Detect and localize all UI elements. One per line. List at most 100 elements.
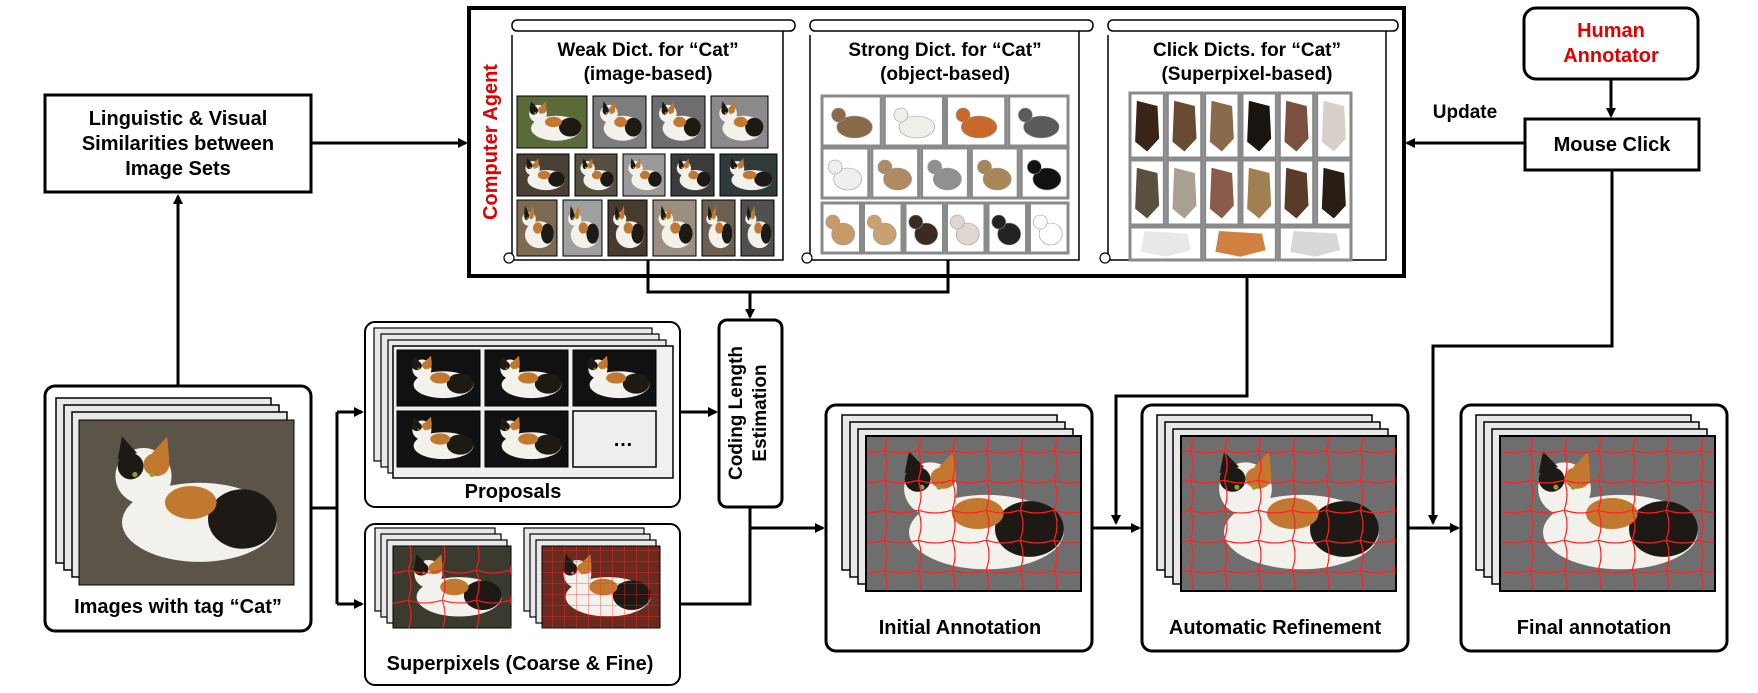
superpixel-coarse-thumbnail [392, 545, 512, 629]
automatic-refinement-stack [1156, 414, 1397, 592]
final-annotation-caption: Final annotation [1517, 617, 1671, 639]
mouse-click-box [1523, 117, 1701, 172]
weak-dict-thumbnail [651, 95, 706, 149]
click-dict-thumbnail [1165, 91, 1204, 160]
proposal-thumbnail [484, 410, 569, 468]
final-annotation-image [1499, 435, 1716, 592]
strong-dict-thumbnail [882, 94, 945, 148]
weak-dict-subtitle: (image-based) [584, 64, 713, 85]
superpixel-fine-image [541, 545, 661, 629]
connector-click-dict-down [1111, 276, 1249, 525]
click-dict-thumbnail [1277, 225, 1353, 262]
proposal-thumbnail [484, 349, 569, 407]
strong-dict-thumbnail [1019, 146, 1070, 200]
strong-dict-thumbnail [986, 201, 1028, 255]
update-label: Update [1433, 102, 1497, 123]
strong-dict-thumbnail [945, 201, 987, 255]
coding-length-line1: Coding Length [726, 346, 747, 480]
mouse-click-label: Mouse Click [1554, 134, 1672, 156]
computer-agent-label: Computer Agent [480, 64, 502, 220]
click-dict-thumbnail [1128, 225, 1204, 262]
click-dict-thumbnails [1128, 91, 1353, 262]
proposal-thumbnail [396, 410, 481, 468]
ellipsis-tile [572, 410, 657, 468]
strong-dict-thumbnail [969, 146, 1020, 200]
strong-dict-thumbnail [1007, 94, 1070, 148]
click-dict-thumbnail [1277, 158, 1316, 227]
weak-dict-thumbnail [652, 199, 697, 257]
click-dict-subtitle: (Superpixel-based) [1161, 64, 1332, 85]
weak-dict-thumbnail [607, 199, 648, 257]
weak-dict-panel: Weak Dict. for “Cat” (image-based) [503, 19, 796, 264]
human-annotator-line1: Human [1577, 20, 1645, 42]
initial-annotation-stack [841, 414, 1082, 592]
strong-dict-thumbnails [820, 94, 1070, 255]
click-dict-thumbnail [1277, 91, 1316, 160]
initial-annotation-caption: Initial Annotation [879, 617, 1042, 639]
strong-dict-thumbnail [920, 146, 970, 200]
weak-dict-thumbnail [719, 153, 778, 197]
human-annotator-line2: Annotator [1563, 45, 1659, 67]
superpixel-coarse-image [392, 545, 512, 629]
connector-weak-strong-merge [646, 260, 950, 294]
weak-dict-thumbnail [592, 95, 647, 149]
proposal-thumbnails [396, 349, 657, 468]
superpixels-caption: Superpixels (Coarse & Fine) [387, 653, 654, 675]
click-dict-panel: Click Dicts. for “Cat” (Superpixel-based… [1099, 19, 1399, 264]
connector-coding-to-initial [748, 507, 825, 533]
weak-dict-thumbnail [516, 199, 558, 257]
strong-dict-thumbnail [945, 94, 1008, 148]
click-dict-title: Click Dicts. for “Cat” [1153, 40, 1341, 61]
weak-dict-thumbnail [516, 95, 588, 149]
cat-photo-image [78, 419, 295, 586]
strong-dict-subtitle: (object-based) [880, 64, 1010, 85]
click-dict-thumbnail [1240, 158, 1278, 227]
click-dict-thumbnail [1203, 225, 1278, 262]
human-annotator-box [1522, 6, 1700, 81]
similarity-line3: Image Sets [125, 158, 231, 180]
images-stack [55, 397, 295, 586]
strong-dict-panel: Strong Dict. for “Cat” (object-based) [801, 19, 1094, 264]
strong-dict-title: Strong Dict. for “Cat” [848, 40, 1041, 61]
strong-dict-thumbnail [1028, 201, 1070, 255]
weak-dict-thumbnail [516, 153, 570, 197]
weak-dict-thumbnail [710, 95, 769, 149]
weak-dict-thumbnail [562, 199, 603, 257]
connectors [173, 79, 1616, 609]
strong-dict-thumbnail [820, 94, 883, 148]
automatic-refinement-caption: Automatic Refinement [1169, 617, 1382, 639]
weak-dict-thumbnail [701, 199, 736, 257]
click-dict-thumbnail [1315, 91, 1353, 160]
weak-dict-thumbnail [740, 199, 775, 257]
images-caption: Images with tag “Cat” [74, 596, 282, 618]
weak-dict-thumbnail [574, 153, 618, 197]
click-dict-thumbnail [1315, 158, 1353, 227]
similarity-line2: Similarities between [82, 133, 274, 155]
strong-dict-thumbnail [820, 146, 871, 200]
superpixel-fine-thumbnail [541, 545, 661, 629]
weak-dict-thumbnail [622, 153, 666, 197]
weak-dict-thumbnails [516, 95, 778, 257]
connector-mouse-to-final [1428, 170, 1614, 525]
automatic-refinement-image [1180, 435, 1397, 592]
initial-annotation-image [865, 435, 1082, 592]
similarity-line1: Linguistic & Visual [89, 108, 268, 130]
click-dict-thumbnail [1203, 91, 1241, 160]
connector-superpixels-to-coding [680, 528, 752, 606]
click-dict-thumbnail [1240, 91, 1278, 160]
similarity-box [43, 93, 313, 194]
ellipsis-label: … [613, 429, 633, 451]
proposals-caption: Proposals [465, 481, 562, 503]
strong-dict-thumbnail [870, 146, 921, 200]
strong-dict-thumbnail [820, 201, 862, 255]
click-dict-thumbnail [1203, 158, 1241, 227]
click-dict-thumbnail [1128, 158, 1166, 227]
strong-dict-thumbnail [862, 201, 904, 255]
proposal-thumbnail [396, 349, 481, 407]
proposal-thumbnail [572, 349, 657, 407]
weak-dict-thumbnail [670, 153, 715, 197]
coding-length-line2: Estimation [750, 364, 771, 461]
click-dict-thumbnail [1128, 91, 1166, 160]
strong-dict-thumbnail [903, 201, 945, 255]
